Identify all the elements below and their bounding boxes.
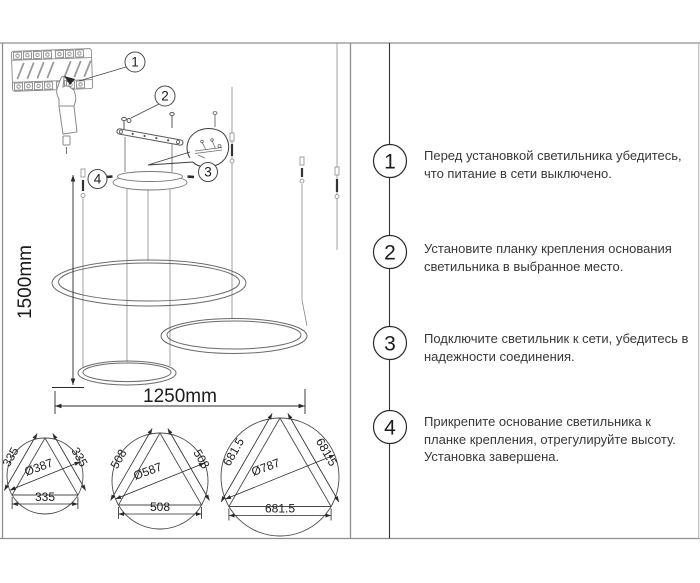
breaker-levers (16, 60, 92, 80)
step-2-line-1: Установите планку крепления основания (424, 241, 672, 256)
spec-large-diameter: Ø787 (249, 456, 282, 479)
bar-screw-right (169, 112, 175, 128)
step-4-number: 4 (384, 417, 396, 440)
step-markers: 1 2 3 4 (372, 143, 408, 445)
step-3-text: Подключите светильник к сети, убедитесь … (424, 330, 689, 365)
canopy (112, 171, 188, 191)
ring-small (77, 360, 177, 386)
step-4-text: Прикрепите основание светильника к планк… (424, 413, 686, 466)
spec-circle-small: 335 335 335 Ø387 (0, 433, 91, 515)
callout-4-number: 4 (94, 172, 102, 187)
detail-balloon (147, 128, 230, 168)
ring-large (51, 259, 247, 307)
flip-direction-arrow (64, 76, 75, 85)
cable-mid-right (212, 87, 235, 318)
spec-middle-side-bottom: 508 (150, 500, 170, 514)
dimension-width-label: 1250mm (143, 386, 217, 407)
cable-right (299, 156, 308, 327)
pointing-hand (56, 76, 78, 154)
terminal-rows (12, 49, 86, 91)
step-2-line-2: светильника в выбранное место. (424, 258, 624, 274)
bar-screw-left (121, 116, 127, 129)
step-1-number: 1 (384, 151, 396, 174)
ring-middle (160, 318, 308, 354)
spec-circle-large: 681.5 681.5 681.5 Ø787 (220, 413, 340, 537)
callout-2: 2 (126, 85, 176, 123)
step-1-line-2: что питание в сети выключено. (424, 165, 612, 181)
cable-far-right (334, 43, 340, 250)
dimension-width (54, 389, 306, 414)
step-3-line-2: надежности соединения. (424, 348, 575, 364)
step-3-number: 3 (384, 333, 396, 356)
balloon-detail-content (194, 138, 223, 159)
spec-circle-middle: 508 508 508 Ø587 (107, 428, 213, 530)
step-marker-1: 1 (372, 143, 408, 179)
hanging-screw (212, 111, 218, 127)
callout-3: 3 (198, 162, 218, 182)
spec-small-side-bottom: 335 (35, 490, 55, 504)
step-marker-4: 4 (372, 409, 408, 445)
step-1-line-1: Перед установкой светильника убедитесь, (424, 148, 682, 163)
step-1-text: Перед установкой светильника убедитесь, … (424, 147, 686, 182)
step-4-line-1: Прикрепите основание светильника к (424, 414, 651, 429)
spec-large-side-bottom: 681.5 (265, 502, 295, 516)
callout-1: 1 (78, 51, 146, 82)
dimension-height (52, 175, 84, 388)
cable-far-left (80, 168, 86, 368)
step-marker-2: 2 (372, 234, 408, 270)
callout-2-number: 2 (161, 89, 169, 104)
circuit-breaker-panel (10, 48, 94, 92)
step-2-text: Установите планку крепления основания св… (424, 240, 686, 275)
callout-3-number: 3 (204, 165, 212, 180)
spec-small-diameter: Ø387 (22, 456, 55, 479)
step-4-line-2: планке крепления, отрегулируйте высоту. (424, 431, 676, 447)
step-3-line-1: Подключите светильник к сети, убедитесь … (424, 331, 689, 346)
suspension-cables (80, 43, 340, 368)
step-2-number: 2 (384, 242, 396, 265)
callout-1-number: 1 (131, 55, 139, 70)
page-frame (0, 42, 700, 540)
step-4-line-3: Установка завершена. (424, 449, 560, 464)
dimension-height-label: 1500mm (15, 245, 36, 319)
spec-middle-diameter: Ø587 (131, 460, 164, 483)
callout-4: 4 (87, 169, 108, 189)
step-marker-3: 3 (372, 325, 408, 361)
spec-middle-side-left: 508 (107, 447, 129, 472)
led-rings (51, 259, 308, 386)
